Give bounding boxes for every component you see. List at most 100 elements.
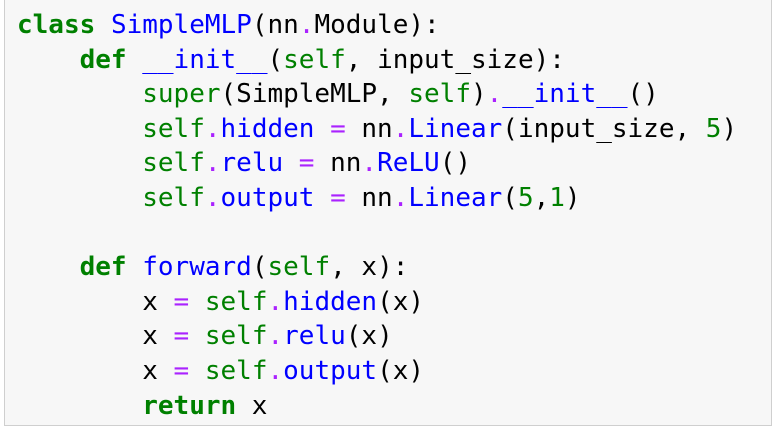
- code-token: (): [627, 79, 659, 110]
- code-token: class: [17, 10, 96, 40]
- code-token: [189, 287, 205, 317]
- code-token: .: [267, 355, 284, 386]
- code-token: 5: [517, 182, 534, 213]
- code-token: .: [392, 182, 409, 213]
- code-token: (: [251, 252, 268, 283]
- code-token: 1: [549, 182, 565, 213]
- code-token: [17, 252, 80, 282]
- code-token: SimpleMLP: [110, 10, 252, 40]
- code-token: ,: [533, 182, 550, 213]
- code-token: nn: [345, 182, 393, 213]
- code-token: def: [79, 44, 127, 75]
- code-token: 5: [705, 113, 722, 144]
- code-token: self: [204, 286, 268, 317]
- code-token: (): [439, 148, 472, 179]
- code-token: =: [173, 321, 190, 352]
- code-token: .: [361, 148, 378, 179]
- code-token: [189, 321, 205, 351]
- code-line: super(SimpleMLP, self).__init__(): [17, 77, 737, 112]
- code-token: , x):: [330, 252, 409, 283]
- code-token: [17, 79, 142, 109]
- code-token: .: [486, 79, 503, 110]
- code-token: [127, 252, 143, 282]
- code-token: [95, 10, 111, 40]
- code-token: , input_size):: [345, 44, 565, 75]
- code-token: (input_size,: [502, 113, 706, 144]
- code-token: (x): [377, 286, 425, 317]
- code-token: x: [236, 390, 268, 421]
- code-token: =: [330, 113, 346, 144]
- code-token: [17, 183, 142, 213]
- code-line: self.output = nn.Linear(5,1): [17, 181, 737, 216]
- code-line: def __init__(self, input_size):: [17, 43, 737, 78]
- code-token: [17, 391, 142, 421]
- code-token: =: [173, 355, 190, 386]
- code-token: hidden: [283, 286, 378, 317]
- code-token: self: [283, 44, 346, 75]
- code-token: ): [721, 113, 738, 144]
- code-token: self: [408, 79, 471, 110]
- code-token: output: [283, 355, 378, 386]
- code-token: x: [17, 286, 174, 317]
- code-token: [283, 148, 299, 178]
- code-token: __init__: [502, 79, 628, 110]
- code-token: hidden: [220, 113, 315, 144]
- code-token: x: [17, 321, 174, 352]
- code-token: (x): [345, 321, 393, 352]
- code-line: self.relu = nn.ReLU(): [17, 146, 737, 181]
- code-token: (: [502, 182, 518, 213]
- code-token: [17, 148, 142, 178]
- code-token: super: [142, 79, 221, 110]
- code-token: self: [142, 148, 205, 179]
- code-token: =: [173, 286, 190, 317]
- code-token: self: [204, 355, 268, 386]
- code-line: return x: [17, 389, 737, 424]
- code-token: nn: [345, 113, 393, 144]
- code-token: output: [220, 182, 315, 213]
- code-token: .: [267, 321, 284, 352]
- code-cell[interactable]: class SimpleMLP(nn.Module): def __init__…: [4, 0, 772, 426]
- code-line: [17, 216, 737, 251]
- code-line: x = self.output(x): [17, 354, 737, 389]
- code-token: self: [204, 321, 268, 352]
- code-token: [314, 114, 330, 144]
- code-line: x = self.relu(x): [17, 319, 737, 354]
- code-token: ReLU: [377, 148, 440, 179]
- code-token: ): [564, 182, 581, 213]
- code-token: [189, 356, 205, 386]
- code-token: Linear: [408, 182, 503, 213]
- code-token: (nn: [251, 10, 299, 40]
- code-token: .: [204, 113, 221, 144]
- code-token: return: [142, 390, 237, 421]
- code-token: (SimpleMLP,: [220, 79, 409, 110]
- code-token: __init__: [142, 44, 268, 75]
- code-token: forward: [142, 252, 252, 283]
- code-token: self: [267, 252, 331, 283]
- code-token: self: [142, 182, 205, 213]
- code-token: Linear: [408, 113, 503, 144]
- code-token: nn: [314, 148, 362, 179]
- code-token: =: [330, 182, 346, 213]
- code-token: x: [17, 355, 174, 386]
- code-token: relu: [220, 148, 284, 179]
- code-token: .: [298, 10, 315, 40]
- code-token: .: [204, 182, 221, 213]
- code-token: (x): [377, 355, 425, 386]
- code-token: [314, 183, 330, 213]
- code-line: class SimpleMLP(nn.Module):: [17, 8, 737, 43]
- code-block: class SimpleMLP(nn.Module): def __init__…: [17, 8, 737, 423]
- code-line: x = self.hidden(x): [17, 285, 737, 320]
- code-token: ): [470, 79, 487, 110]
- code-token: [17, 45, 80, 75]
- code-token: self: [142, 113, 205, 144]
- code-token: .: [267, 286, 284, 317]
- code-line: self.hidden = nn.Linear(input_size, 5): [17, 112, 737, 147]
- code-token: [17, 114, 142, 144]
- code-line: def forward(self, x):: [17, 250, 737, 285]
- code-token: .: [204, 148, 221, 179]
- code-token: Module):: [314, 10, 440, 40]
- code-token: relu: [283, 321, 346, 352]
- code-token: =: [298, 148, 315, 179]
- code-token: def: [79, 252, 127, 283]
- code-token: (: [267, 44, 284, 75]
